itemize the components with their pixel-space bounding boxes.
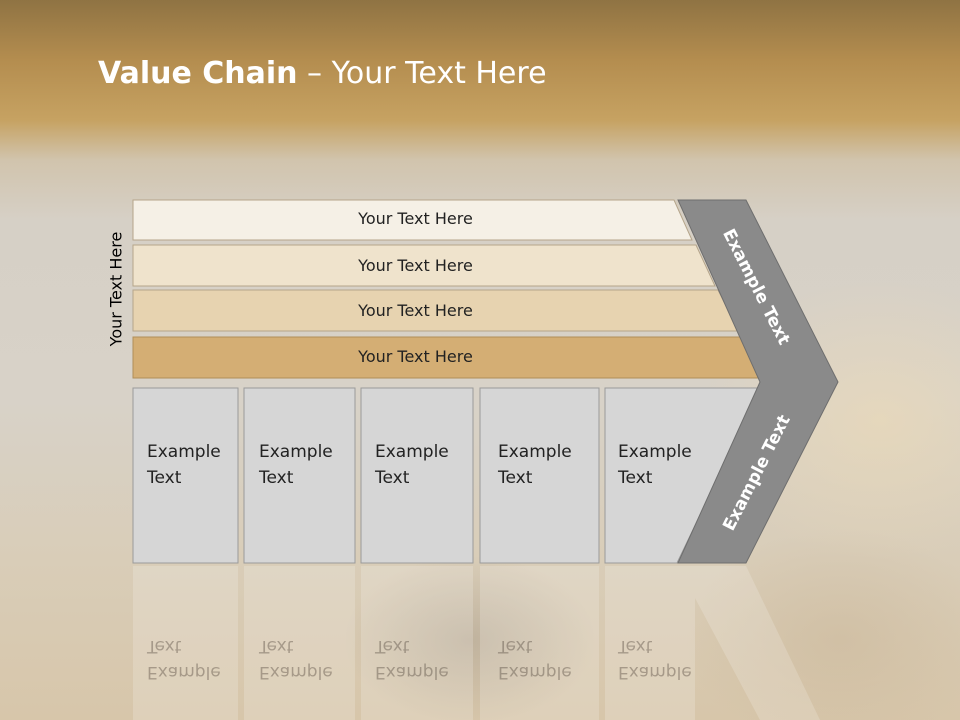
- cell-2: [243, 387, 356, 564]
- bar-3-label: Your Text Here: [358, 301, 473, 320]
- reflection-group: [133, 566, 820, 720]
- cell-2-reflection-label: Example Text: [259, 633, 333, 685]
- cell-5-line1: Example: [618, 442, 692, 462]
- cell-5-line2: Text: [618, 468, 653, 488]
- cell-4-reflection-line1: Example: [498, 662, 572, 682]
- cell-1: [132, 387, 239, 564]
- cell-1-line2: Text: [147, 468, 182, 488]
- cell-4-line1: Example: [498, 442, 572, 462]
- cell-1-reflection-label: Example Text: [147, 633, 221, 685]
- cell-3: [360, 387, 474, 564]
- cell-1-line1: Example: [147, 442, 221, 462]
- cell-5-reflection-line1: Example: [618, 662, 692, 682]
- bar-1-label: Your Text Here: [358, 209, 473, 228]
- cell-2-reflection-line2: Text: [259, 636, 294, 656]
- cell-5-reflection: [605, 566, 695, 720]
- cell-4-line2: Text: [498, 468, 533, 488]
- cell-5-reflection-line2: Text: [618, 636, 653, 656]
- cell-4-reflection-line2: Text: [498, 636, 533, 656]
- cell-5: [604, 387, 762, 564]
- chevron-arrow: [677, 199, 839, 564]
- bar-2-label: Your Text Here: [358, 256, 473, 275]
- cell-1-reflection: [133, 566, 238, 720]
- bar-4-label: Your Text Here: [358, 347, 473, 366]
- cell-1-reflection-line1: Example: [147, 662, 221, 682]
- cell-3-reflection-label: Example Text: [375, 633, 449, 685]
- cell-2-line2: Text: [259, 468, 294, 488]
- bar-2: [132, 244, 716, 287]
- cell-3-reflection: [361, 566, 473, 720]
- bar-1: [132, 199, 693, 241]
- cell-3-line2: Text: [375, 468, 410, 488]
- cell-3-reflection-line1: Example: [375, 662, 449, 682]
- title-rest: – Your Text Here: [297, 56, 547, 91]
- cell-3-reflection-line2: Text: [375, 636, 410, 656]
- cell-4-reflection-label: Example Text: [498, 633, 572, 685]
- cell-2-reflection-line1: Example: [259, 662, 333, 682]
- title-bold: Value Chain: [98, 56, 298, 91]
- page-title: Value Chain – Your Text Here: [98, 52, 547, 96]
- cell-1-reflection-line2: Text: [147, 636, 182, 656]
- cell-4-reflection: [480, 566, 599, 720]
- cell-5-reflection-label: Example Text: [618, 633, 692, 685]
- cell-4: [479, 387, 600, 564]
- cell-2-reflection: [244, 566, 355, 720]
- cell-3-line1: Example: [375, 442, 449, 462]
- chevron-reflection: [678, 566, 820, 720]
- cell-2-line1: Example: [259, 442, 333, 462]
